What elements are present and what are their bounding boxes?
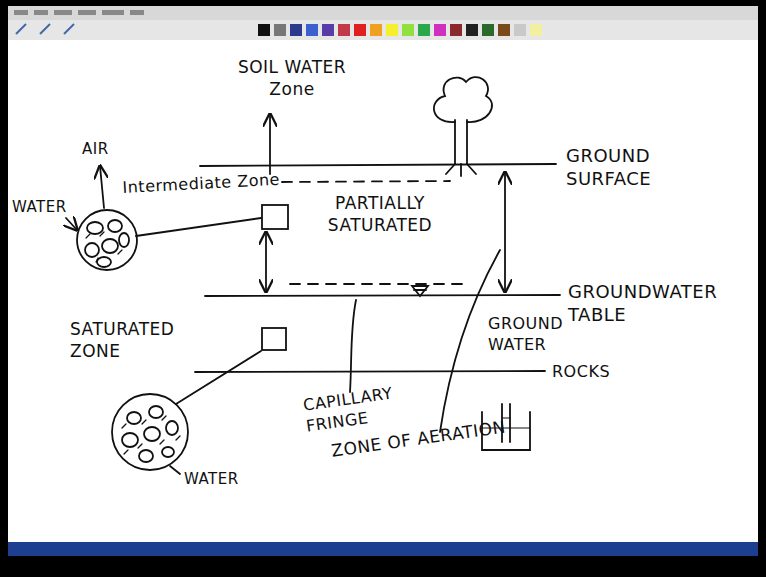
zone-label: SATURATED ZONE <box>70 318 192 362</box>
arrow <box>269 114 271 174</box>
water-table-label: GROUNDWATER TABLE <box>568 280 718 327</box>
rock-line <box>195 371 545 372</box>
water-table-label: GROUNDWATER TABLE <box>568 280 718 327</box>
dashed-line <box>290 283 470 285</box>
zone-label: GROUND WATER <box>488 314 578 356</box>
leader-line <box>176 351 261 404</box>
arrow <box>265 232 267 292</box>
pore-circle <box>112 394 188 470</box>
sample-square <box>262 205 288 229</box>
dashed-line <box>282 181 450 182</box>
phase-label: AIR <box>82 140 122 160</box>
zone-label: SOIL WATER Zone <box>226 56 358 100</box>
leader-line <box>170 466 180 474</box>
phase-label: WATER <box>12 198 74 218</box>
water-table-line <box>205 295 560 296</box>
ground-surface-line <box>200 164 556 166</box>
phase-label: WATER <box>184 470 254 490</box>
leader-line <box>350 300 356 392</box>
zone-label: PARTIALLY SATURATED <box>316 192 444 236</box>
zone-label: SATURATED ZONE <box>70 318 192 362</box>
layer-label: ROCKS <box>552 362 632 383</box>
sketch-lines <box>66 77 560 474</box>
arrow <box>66 218 77 230</box>
sample-square <box>262 328 286 350</box>
surface-label: GROUND SURFACE <box>566 144 678 191</box>
phase-label: AIR <box>82 140 122 160</box>
surface-label: GROUND SURFACE <box>566 144 678 191</box>
leader-line <box>136 218 261 236</box>
pore-circle <box>77 210 137 270</box>
zone-label: SOIL WATER Zone <box>226 56 358 100</box>
arrow <box>504 172 506 292</box>
zone-label: PARTIALLY SATURATED <box>316 192 444 236</box>
phase-label: WATER <box>184 470 254 490</box>
tree-sketch <box>434 77 492 176</box>
layer-label: ROCKS <box>552 362 632 383</box>
arrow <box>100 166 104 208</box>
zone-label: GROUND WATER <box>488 314 578 356</box>
phase-label: WATER <box>12 198 74 218</box>
water-table-symbol <box>414 289 426 291</box>
water-table-symbol <box>412 286 428 296</box>
